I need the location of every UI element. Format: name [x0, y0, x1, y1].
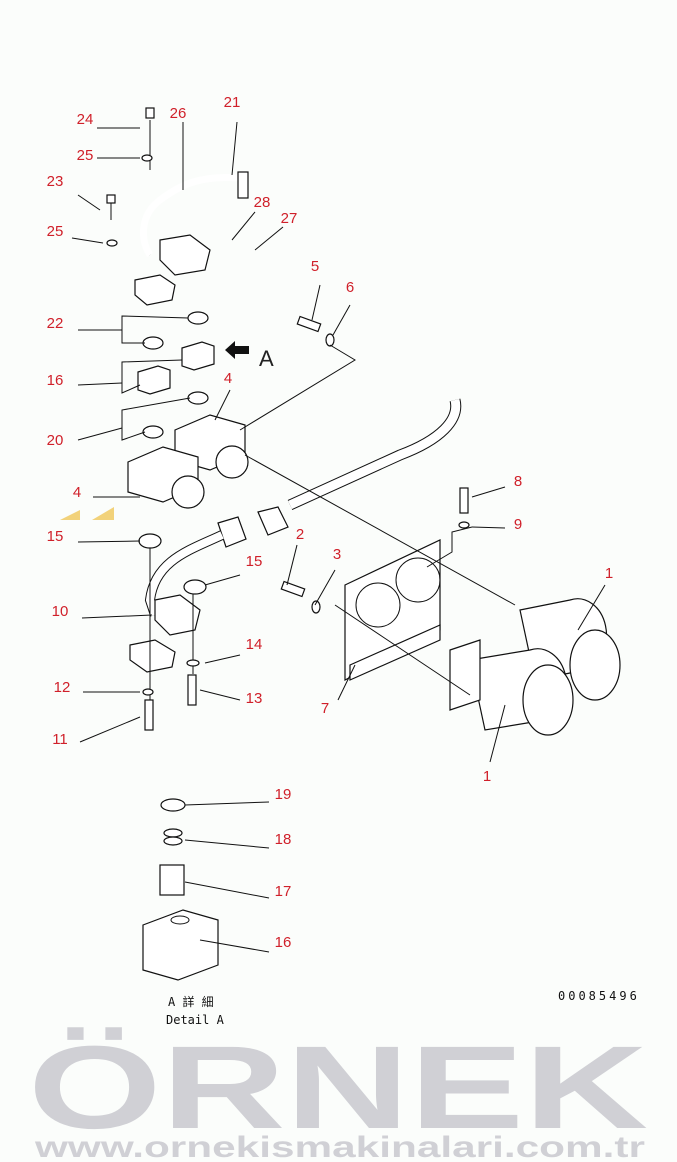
callout-25: 25: [47, 223, 64, 240]
leader-line: [199, 689, 241, 701]
callout-4: 4: [224, 370, 232, 387]
leader-line: [254, 226, 284, 251]
callout-24: 24: [77, 111, 94, 128]
callout-26: 26: [170, 105, 187, 122]
callout-28: 28: [254, 194, 271, 211]
callout-5: 5: [311, 258, 319, 275]
leader-line: [77, 382, 123, 386]
callout-11: 11: [52, 731, 68, 748]
callout-14: 14: [246, 636, 263, 653]
leader-line: [77, 194, 101, 211]
leader-line: [71, 237, 104, 244]
leader-line: [337, 664, 356, 701]
callout-13: 13: [246, 690, 263, 707]
callout-15: 15: [246, 553, 263, 570]
callout-25: 25: [77, 147, 94, 164]
callout-21: 21: [224, 94, 241, 111]
callout-6: 6: [346, 279, 354, 296]
leader-line: [489, 704, 506, 763]
watermark-accents: [60, 507, 114, 520]
callout-20: 20: [47, 432, 64, 449]
watermark-brand: ÖRNEK: [28, 1022, 648, 1154]
watermark-accent: [60, 510, 80, 520]
leader-line: [204, 574, 241, 586]
bracket-line: [121, 397, 191, 441]
watermark-url: www.ornekismakinalari.com.tr: [34, 1131, 646, 1162]
callout-16: 16: [47, 372, 64, 389]
view-marker: A: [259, 346, 274, 371]
leader-line: [204, 654, 241, 664]
view-arrow-icon: [225, 341, 249, 359]
leader-line: [577, 584, 606, 631]
callout-7: 7: [321, 700, 329, 717]
leader-line: [199, 939, 270, 953]
callout-23: 23: [47, 173, 64, 190]
detail-title-en: Detail A: [166, 1013, 225, 1027]
leader-line: [184, 839, 270, 849]
leader-line: [231, 211, 256, 241]
callout-1: 1: [605, 565, 613, 582]
block: [159, 234, 211, 276]
watermark-accent: [92, 507, 114, 520]
leader-line: [314, 569, 336, 606]
bracket-line: [121, 359, 183, 394]
leader-line: [77, 427, 123, 441]
callout-15: 15: [47, 528, 64, 545]
leader-line: [471, 526, 506, 529]
callout-12: 12: [54, 679, 71, 696]
callout-10: 10: [52, 603, 69, 620]
leader-line: [214, 389, 231, 421]
leader-line: [286, 544, 298, 586]
callout-1: 1: [483, 768, 491, 785]
callout-16: 16: [275, 934, 292, 951]
callout-8: 8: [514, 473, 522, 490]
detail-title-jp: A 詳 細: [168, 994, 214, 1009]
callout-4: 4: [73, 484, 81, 501]
leader-line: [471, 486, 506, 498]
bracket-line: [121, 315, 189, 344]
leader-line: [184, 881, 270, 899]
watermark: ÖRNEK www.ornekismakinalari.com.tr: [28, 1022, 648, 1162]
leader-line: [81, 614, 153, 619]
callout-19: 19: [275, 786, 292, 803]
callout-2: 2: [296, 526, 304, 543]
leader-line: [231, 121, 238, 176]
drawing-number: 00085496: [558, 989, 640, 1003]
callout-9: 9: [514, 516, 522, 533]
leader-line: [332, 304, 351, 336]
flange-half: [134, 274, 176, 306]
leader-line: [311, 284, 321, 321]
callout-3: 3: [333, 546, 341, 563]
callout-18: 18: [275, 831, 292, 848]
callout-27: 27: [281, 210, 298, 227]
callout-22: 22: [47, 315, 64, 332]
flange: [237, 171, 249, 199]
callout-17: 17: [275, 883, 292, 900]
detail-caption: A 詳 細 Detail A: [166, 994, 225, 1027]
leader-line: [79, 716, 141, 743]
leader-line: [184, 801, 270, 806]
leader-line: [77, 540, 141, 543]
parts: A: [106, 107, 621, 981]
